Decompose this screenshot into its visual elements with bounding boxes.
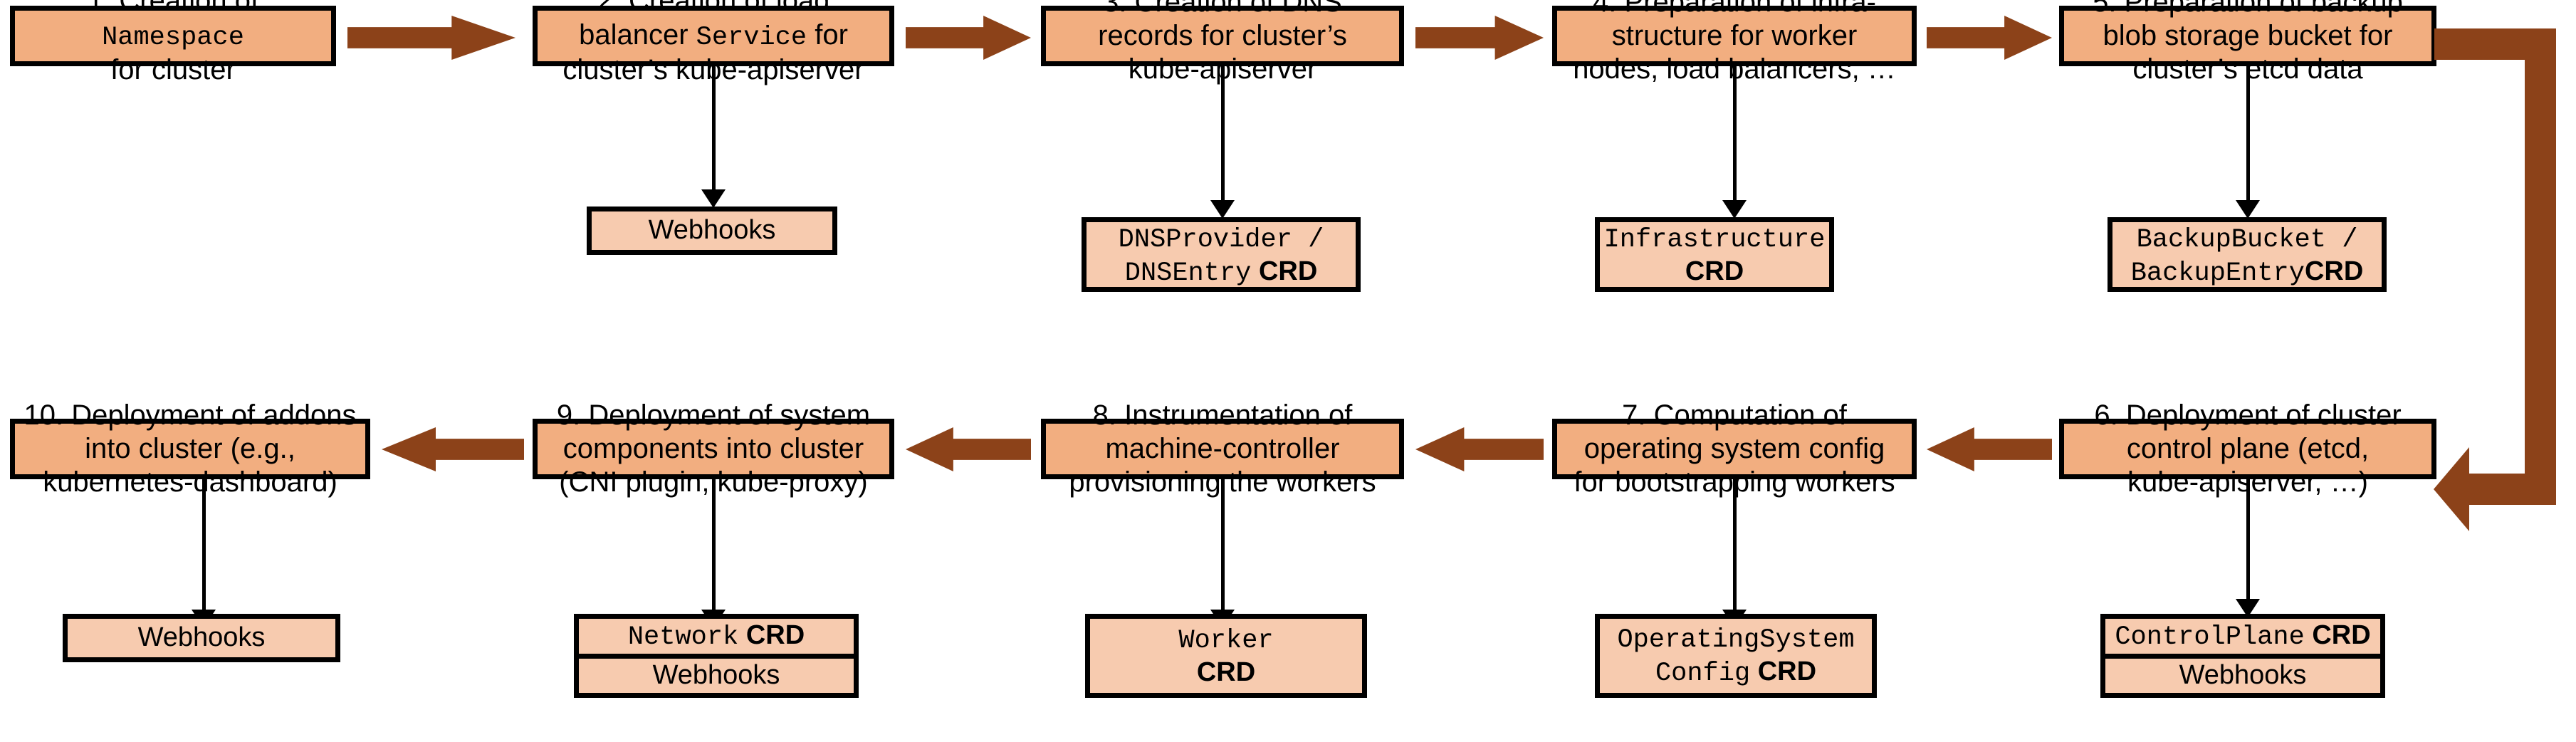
connector-step-9 bbox=[712, 479, 716, 611]
step-box-2[interactable]: 2. Creation of load balancer Service for… bbox=[533, 0, 894, 85]
connector-step-7 bbox=[1733, 479, 1737, 611]
step-box-1-label: 1. Creation of Namespace for cluster bbox=[87, 0, 259, 86]
artifact-cell-network-webhooks: Webhooks bbox=[579, 654, 854, 693]
step-box-3[interactable]: 3. Creation of DNS records for cluster’s… bbox=[1041, 0, 1404, 85]
artifact-cell-infrastructure-crd: Infrastructure CRD bbox=[1603, 225, 1826, 287]
connector-head-step-5-icon bbox=[2236, 200, 2260, 219]
artifact-box-step-8[interactable]: Worker CRD bbox=[1085, 614, 1367, 698]
step-box-5[interactable]: 5. Preparation of backup blob storage bu… bbox=[2059, 0, 2436, 85]
flow-arrow-9-to-10 bbox=[382, 427, 524, 471]
wrap-arrow-head-icon bbox=[2434, 447, 2469, 531]
wrap-arrow-bottom-segment bbox=[2460, 474, 2556, 505]
artifact-cell-addons-webhooks: Webhooks bbox=[137, 622, 266, 653]
flow-arrow-6-to-7 bbox=[1927, 427, 2052, 471]
artifact-box-step-6[interactable]: ControlPlane CRD Webhooks bbox=[2100, 614, 2385, 698]
step-box-8[interactable]: 8. Instrumentation of machine-controller… bbox=[1041, 399, 1404, 498]
artifact-box-step-7[interactable]: OperatingSystem Config CRD bbox=[1595, 614, 1877, 698]
artifact-box-step-5[interactable]: BackupBucket / BackupEntryCRD bbox=[2108, 217, 2387, 292]
artifact-box-step-4[interactable]: Infrastructure CRD bbox=[1595, 217, 1834, 292]
artifact-cell-network-crd: Network CRD bbox=[627, 620, 805, 652]
step-box-9-label: 9. Deployment of system components into … bbox=[556, 399, 871, 498]
flow-arrow-4-to-5 bbox=[1927, 16, 2052, 60]
step-box-4[interactable]: 4. Preparation of infra- structure for w… bbox=[1552, 0, 1917, 85]
artifact-box-step-2[interactable]: Webhooks bbox=[587, 207, 837, 255]
artifact-cell-worker-crd: Worker CRD bbox=[1178, 625, 1274, 687]
step-box-6[interactable]: 6. Deployment of cluster control plane (… bbox=[2059, 399, 2436, 498]
step-box-9[interactable]: 9. Deployment of system components into … bbox=[533, 399, 894, 498]
connector-step-2 bbox=[712, 66, 716, 191]
flow-arrow-1-to-2 bbox=[347, 16, 515, 60]
artifact-cell-controlplane-crd: ControlPlane CRD bbox=[2115, 620, 2371, 652]
artifact-box-step-9[interactable]: Network CRD Webhooks bbox=[574, 614, 859, 698]
step-box-7[interactable]: 7. Computation of operating system confi… bbox=[1552, 399, 1917, 498]
flow-arrow-3-to-4 bbox=[1415, 16, 1544, 60]
artifact-box-step-3[interactable]: DNSProvider / DNSEntry CRD bbox=[1082, 217, 1361, 292]
artifact-box-step-10[interactable]: Webhooks bbox=[63, 614, 340, 662]
artifact-cell-controlplane-webhooks: Webhooks bbox=[2105, 654, 2380, 693]
step-box-6-label: 6. Deployment of cluster control plane (… bbox=[2094, 399, 2402, 498]
connector-step-8 bbox=[1221, 479, 1225, 611]
connector-step-4 bbox=[1733, 66, 1737, 202]
connector-head-step-4-icon bbox=[1722, 200, 1747, 219]
step-box-10-label: 10. Deployment of addons into cluster (e… bbox=[23, 399, 357, 498]
connector-step-3 bbox=[1221, 66, 1225, 202]
artifact-cell-dns-crd: DNSProvider / DNSEntry CRD bbox=[1118, 225, 1324, 289]
connector-step-10 bbox=[202, 479, 206, 611]
step-box-10[interactable]: 10. Deployment of addons into cluster (e… bbox=[10, 399, 370, 498]
wrap-arrow-vertical-segment bbox=[2525, 28, 2556, 489]
artifact-cell-backupbucket-crd: BackupBucket / BackupEntryCRD bbox=[2130, 225, 2364, 289]
connector-head-step-2-icon bbox=[701, 189, 726, 208]
connector-step-5 bbox=[2246, 66, 2250, 202]
step-box-1[interactable]: 1. Creation of Namespace for cluster bbox=[10, 0, 336, 85]
flow-arrow-2-to-3 bbox=[906, 16, 1031, 60]
flow-arrow-8-to-9 bbox=[906, 427, 1031, 471]
connector-head-step-3-icon bbox=[1210, 200, 1235, 219]
artifact-cell-osc-crd: OperatingSystem Config CRD bbox=[1617, 625, 1855, 689]
flow-arrow-7-to-8 bbox=[1415, 427, 1544, 471]
step-box-8-label: 8. Instrumentation of machine-controller… bbox=[1069, 399, 1376, 498]
connector-step-6 bbox=[2246, 479, 2250, 600]
artifact-cell-webhooks: Webhooks bbox=[648, 215, 776, 246]
